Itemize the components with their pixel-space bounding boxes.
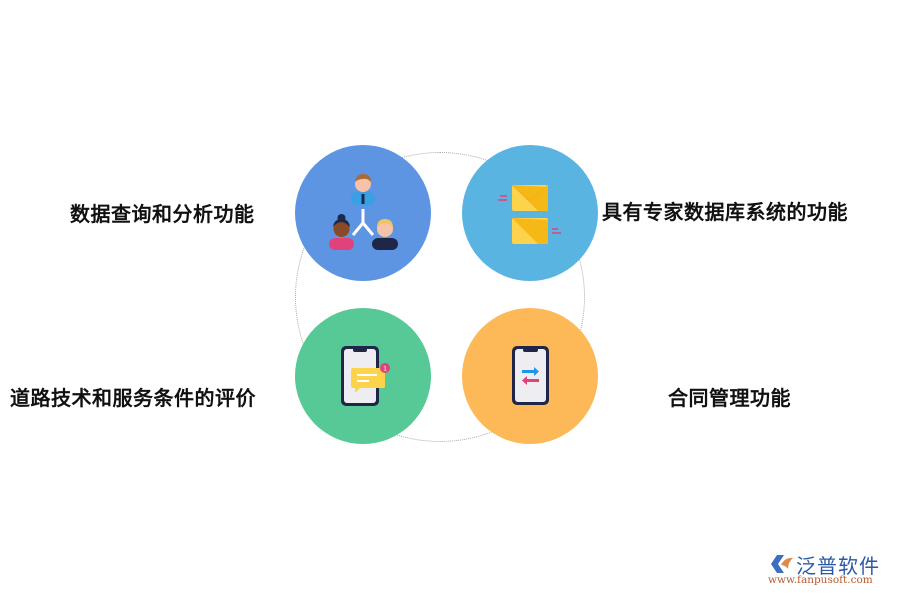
label-expert-db: 具有专家数据库系统的功能: [602, 200, 848, 224]
circle-road-evaluation: 1: [295, 308, 431, 444]
circle-expert-db: [462, 145, 598, 281]
phone-transfer-icon: [512, 346, 549, 405]
brand-logo: 泛普软件 www.fanpusoft.com: [768, 553, 893, 593]
svg-text:1: 1: [383, 366, 387, 373]
phone-message-icon: 1: [341, 346, 390, 406]
envelopes-icon: [498, 184, 561, 244]
logo-url: www.fanpusoft.com: [768, 574, 873, 586]
label-data-query: 数据查询和分析功能: [70, 202, 255, 226]
fanpu-logo-icon: [771, 555, 793, 573]
circle-data-query: [295, 145, 431, 281]
logo-name: 泛普软件: [796, 554, 880, 578]
label-contract: 合同管理功能: [668, 386, 791, 410]
dotted-ring: [295, 152, 585, 442]
team-hierarchy-icon: [329, 174, 398, 250]
circle-contract: [462, 308, 598, 444]
label-road-evaluation: 道路技术和服务条件的评价: [10, 386, 256, 410]
